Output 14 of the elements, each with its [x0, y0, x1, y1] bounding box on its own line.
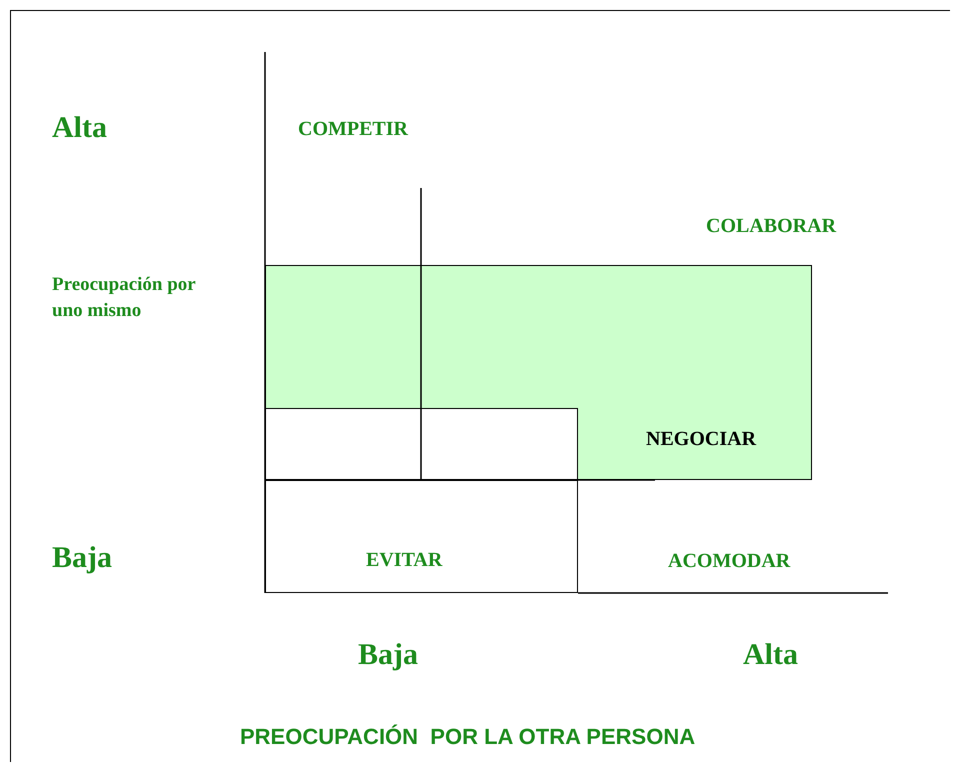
region-box	[265, 480, 578, 593]
box-outline	[264, 408, 578, 480]
shaded-region	[265, 265, 812, 480]
axis-label: Alta	[743, 637, 798, 673]
axis-title: PREOCUPACIÓN POR LA OTRA PERSONA	[240, 723, 696, 751]
quadrant-label: COMPETIR	[298, 117, 408, 142]
quadrant-label: COLABORAR	[706, 214, 836, 239]
quadrant-label: ACOMODAR	[668, 549, 790, 574]
axis-label: Alta	[52, 110, 107, 146]
axis-title: Preocupación por uno mismo	[52, 273, 196, 323]
region-label: NEGOCIAR	[646, 428, 756, 451]
axis-label: Baja	[358, 637, 418, 673]
region-label: EVITAR	[366, 549, 442, 572]
axis-label: Baja	[52, 540, 112, 576]
